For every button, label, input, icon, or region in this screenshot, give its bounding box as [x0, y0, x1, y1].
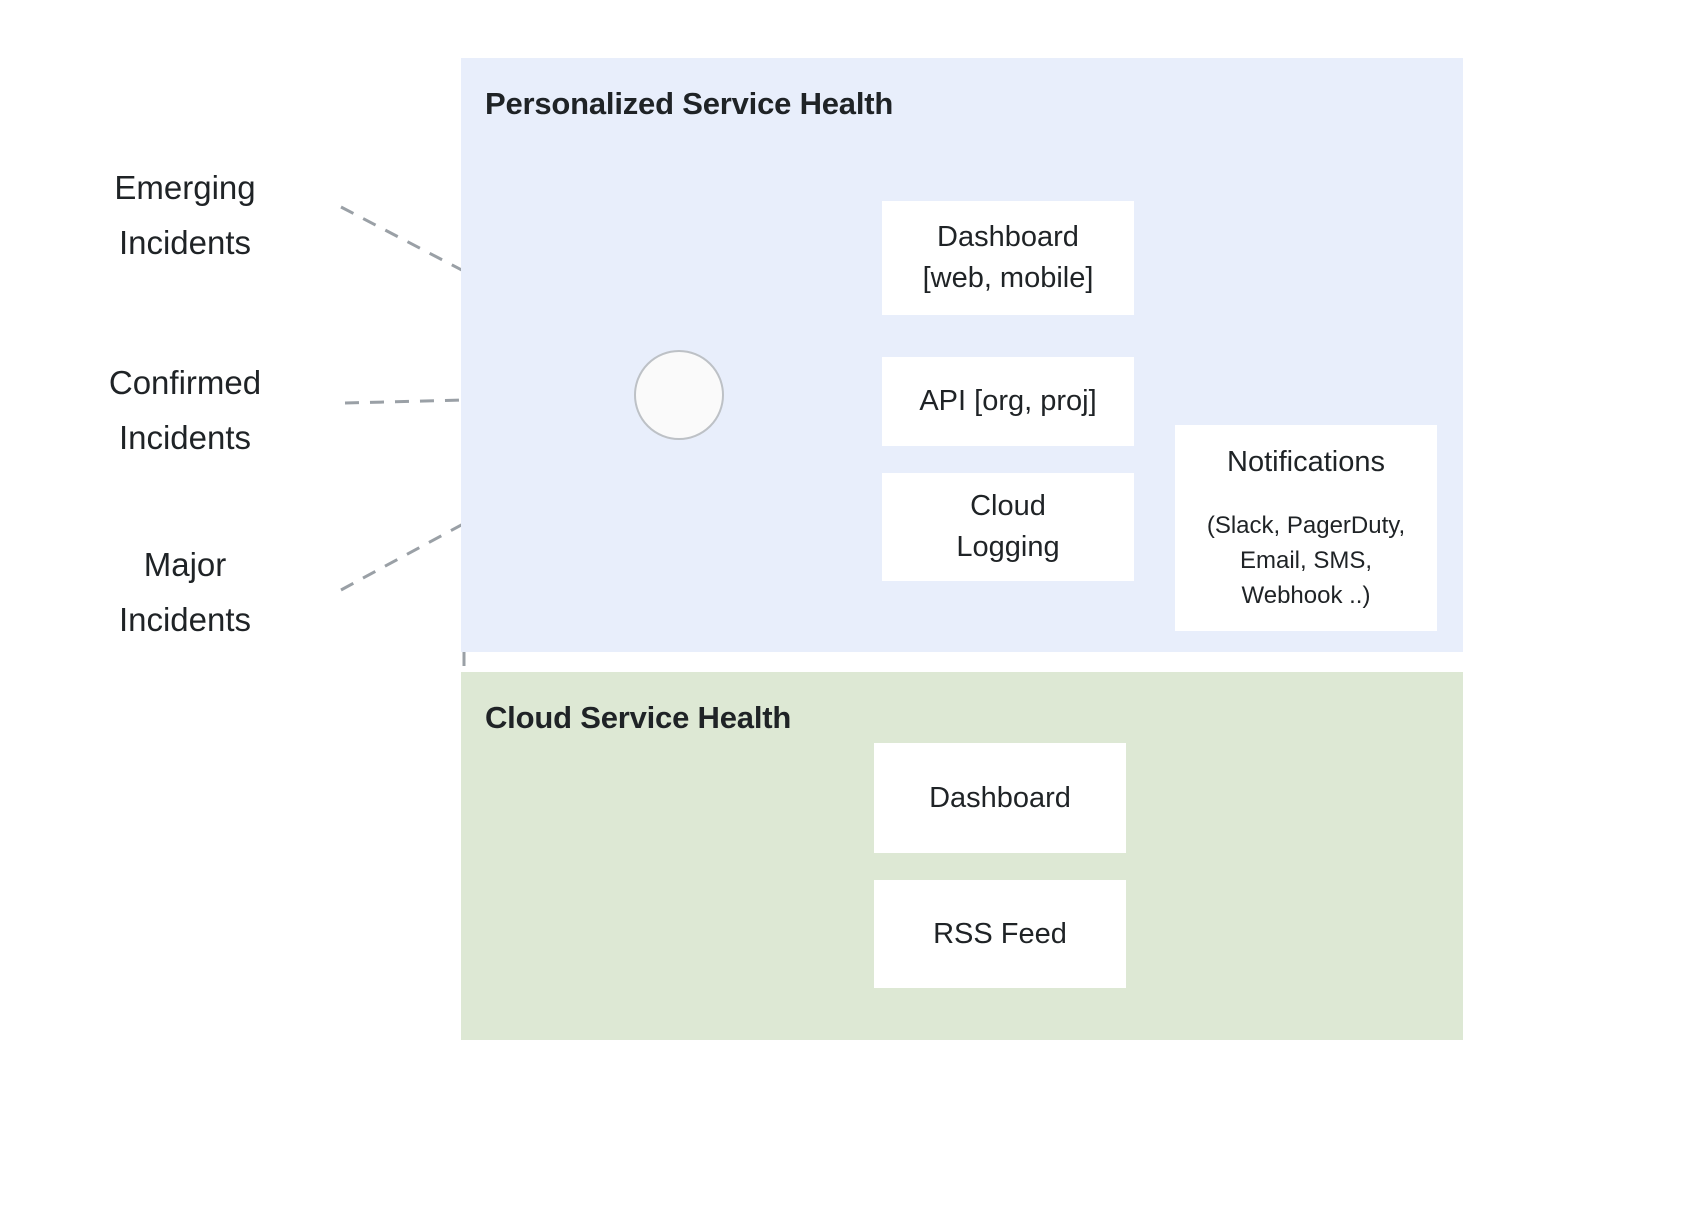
node-api-org-proj[interactable]: API [org, proj] [882, 357, 1134, 446]
node-notifications-label: Notifications [1227, 446, 1385, 479]
panel-title-personalized-service-health: Personalized Service Health [485, 86, 894, 121]
source-label-emerging-incidents: Emerging Incidents [114, 169, 256, 262]
node-rss-feed[interactable]: RSS Feed [874, 880, 1126, 988]
source-label-confirmed-incidents: Confirmed Incidents [108, 364, 262, 457]
node-cloud-service-health-dashboard-label: Dashboard [929, 781, 1071, 814]
node-cloud-logging[interactable]: Cloud Logging [882, 473, 1134, 581]
node-api-org-proj-label: API [org, proj] [919, 385, 1097, 418]
hub-node-circle [634, 350, 724, 440]
node-dashboard-web-mobile-label: Dashboard [web, mobile] [922, 221, 1094, 294]
node-notifications-sublabel: (Slack, PagerDuty, Email, SMS, Webhook .… [1206, 512, 1406, 609]
source-label-major-incidents: Major Incidents [118, 546, 252, 639]
node-rss-feed-label: RSS Feed [933, 917, 1067, 950]
node-cloud-service-health-dashboard[interactable]: Dashboard [874, 743, 1126, 853]
node-dashboard-web-mobile[interactable]: Dashboard [web, mobile] [882, 201, 1134, 315]
node-notifications[interactable]: Notifications (Slack, PagerDuty, Email, … [1175, 425, 1437, 631]
node-cloud-logging-label: Cloud Logging [956, 490, 1060, 563]
panel-title-cloud-service-health: Cloud Service Health [485, 700, 792, 735]
